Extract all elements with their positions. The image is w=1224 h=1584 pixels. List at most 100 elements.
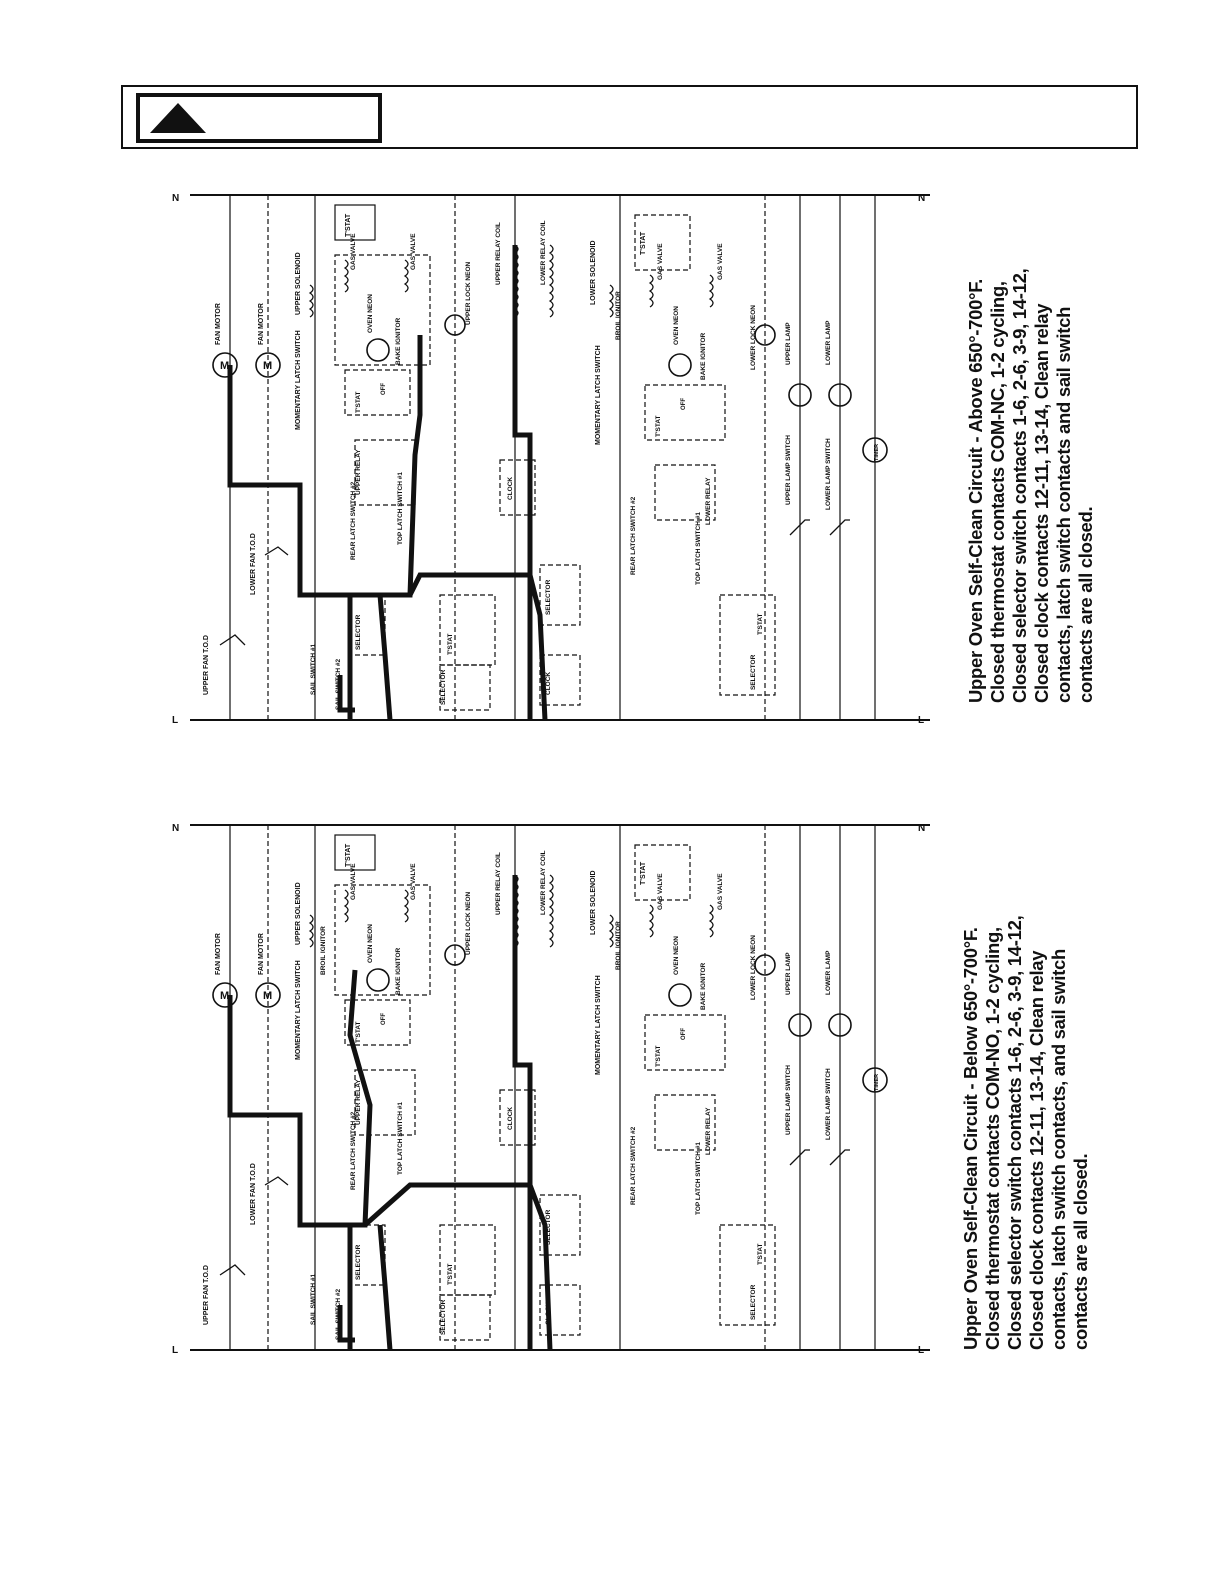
selector-box xyxy=(719,594,776,696)
rail-label-l: L xyxy=(918,715,924,726)
caption-above: Upper Oven Self-Clean Circuit - Above 65… xyxy=(965,243,1115,703)
oven-neon xyxy=(366,338,390,362)
oven-neon-label: OVEN NEON xyxy=(367,294,374,333)
upper-solenoid-label: UPPER SOLENOID xyxy=(295,252,302,315)
lamp-switch xyxy=(789,519,810,536)
lower-relay-label: LOWER RELAY xyxy=(705,1107,712,1155)
upper-relay-label: UPPER RELAY xyxy=(355,1079,362,1125)
gas-valve-label: GAS VALVE xyxy=(350,233,357,270)
motor-symbol: M xyxy=(220,360,229,372)
warning-triangle-icon xyxy=(150,103,206,133)
active-path xyxy=(377,1224,393,1351)
rail-label-l: L xyxy=(172,1345,178,1356)
selector-label: SELECTOR xyxy=(355,1244,362,1280)
tstat-label: T'STAT xyxy=(447,1263,454,1285)
lower-relay-coil-label: LOWER RELAY COIL xyxy=(540,220,547,285)
upper-lock-neon-label: UPPER LOCK NEON xyxy=(465,891,472,955)
active-path xyxy=(363,1182,553,1351)
tstat-label: T'STAT xyxy=(447,633,454,655)
upper-lamp-switch-label: UPPER LAMP SWITCH xyxy=(785,435,792,505)
active-path xyxy=(337,1305,355,1343)
tstat-label: T'STAT xyxy=(345,843,352,867)
rail-label-n: N xyxy=(918,193,925,204)
motor-symbol: M xyxy=(263,360,272,372)
gas-valve-label: GAS VALVE xyxy=(717,243,724,280)
lamp-switch xyxy=(829,519,850,536)
lower-relay-coil-label: LOWER RELAY COIL xyxy=(540,850,547,915)
momentary-latch-label: MOMENTARY LATCH SWITCH xyxy=(595,345,602,445)
upper-lamp-label: UPPER LAMP xyxy=(785,952,792,995)
timer-label: TIMER xyxy=(874,444,880,461)
lower-solenoid-coil xyxy=(608,914,614,948)
active-path xyxy=(227,365,353,720)
selector-box xyxy=(539,564,581,626)
timer xyxy=(862,1067,888,1093)
clock-label: CLOCK xyxy=(507,477,514,500)
active-path xyxy=(407,572,548,721)
gas-valve-block xyxy=(334,884,431,996)
upper-relay-box xyxy=(354,439,416,506)
tstat-label: T'STAT xyxy=(355,1021,362,1043)
tod-switch xyxy=(219,634,246,646)
active-path xyxy=(512,875,533,1350)
tstat-box xyxy=(334,834,376,871)
active-path xyxy=(377,594,393,721)
header-frame xyxy=(121,85,1138,149)
tstat-box xyxy=(334,204,376,241)
oven-neon xyxy=(668,353,692,377)
selector-tstat-box xyxy=(344,999,411,1046)
off-label: OFF xyxy=(681,398,687,410)
upper-relay-label: UPPER RELAY xyxy=(355,449,362,495)
active-path xyxy=(300,969,373,1228)
momentary-latch-label: MOMENTARY LATCH SWITCH xyxy=(595,975,602,1075)
tstat-label: T'STAT xyxy=(655,415,662,437)
upper-relay-box xyxy=(354,1069,416,1136)
top-latch-label: TOP LATCH SWITCH #1 xyxy=(397,1102,404,1175)
fan-motor-label: FAN MOTOR xyxy=(215,933,222,975)
gas-valve-label: GAS VALVE xyxy=(657,243,664,280)
upper-relay-coil-label: UPPER RELAY COIL xyxy=(495,222,502,285)
lamp-switch xyxy=(789,1149,810,1166)
bake-ignitor-label: BAKE IGNITOR xyxy=(700,963,707,1010)
motor-symbol: M xyxy=(220,990,229,1002)
lower-lock-neon xyxy=(754,954,776,976)
rail-label-n: N xyxy=(172,823,179,834)
lower-relay-label: LOWER RELAY xyxy=(705,477,712,525)
tstat-label: T'STAT xyxy=(757,613,764,635)
clock-box xyxy=(499,1089,536,1146)
upper-lock-neon-label: UPPER LOCK NEON xyxy=(465,261,472,325)
oven-neon-label: OVEN NEON xyxy=(673,306,680,345)
selector-label: SELECTOR xyxy=(545,579,552,615)
selector-label: SELECTOR xyxy=(545,1209,552,1245)
off-label: OFF xyxy=(381,1013,387,1025)
sail-switch-1-label: SAIL SWITCH #1 xyxy=(310,643,317,695)
upper-fan-tod-label: UPPER FAN T.O.D xyxy=(203,635,210,695)
rail-label-l: L xyxy=(918,1345,924,1356)
lower-relay-coil xyxy=(548,874,554,948)
lower-lamp xyxy=(828,383,852,407)
fan-motor-lower xyxy=(255,352,281,378)
selector-tstat-box xyxy=(644,1014,726,1071)
oven-neon xyxy=(668,983,692,1007)
gas-valve-coil xyxy=(403,259,409,293)
bake-ignitor-label: BAKE IGNITOR xyxy=(395,318,402,365)
lower-lamp-label: LOWER LAMP xyxy=(825,320,832,365)
clock-box xyxy=(539,654,581,706)
tstat-label: T'STAT xyxy=(757,1243,764,1265)
rear-latch-label: REAR LATCH SWITCH #2 xyxy=(630,1126,637,1205)
fan-motor-label: FAN MOTOR xyxy=(258,303,265,345)
off-label: OFF xyxy=(381,383,387,395)
gas-valve-coil xyxy=(648,274,654,308)
lower-solenoid-label: LOWER SOLENOID xyxy=(590,870,597,935)
fan-motor-lower xyxy=(255,982,281,1008)
tstat-label: T'STAT xyxy=(640,231,647,255)
clock-box xyxy=(499,459,536,516)
lower-fan-tod-label: LOWER FAN T.O.D xyxy=(250,533,257,595)
clock-label: CLOCK xyxy=(507,1107,514,1130)
momentary-latch-label: MOMENTARY LATCH SWITCH xyxy=(295,330,302,430)
bake-ignitor-label: BAKE IGNITOR xyxy=(700,333,707,380)
caption-below: Upper Oven Self-Clean Circuit - Below 65… xyxy=(960,890,1110,1350)
